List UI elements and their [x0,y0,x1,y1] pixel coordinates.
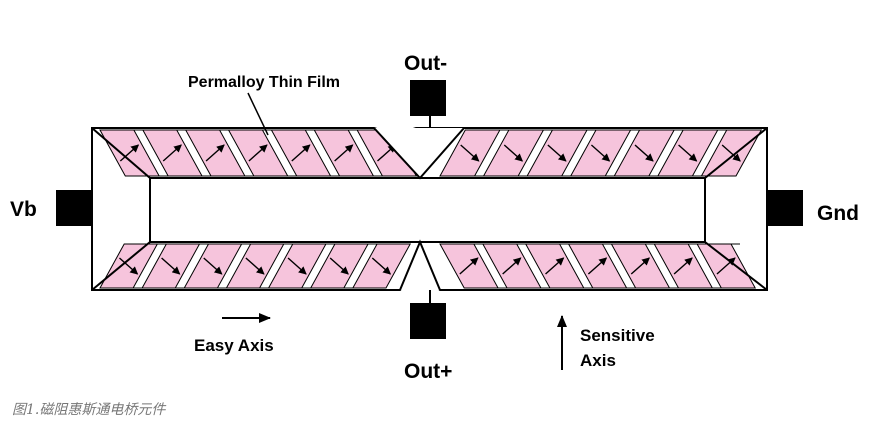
corner-wall-bl [91,241,151,291]
corner-wall-tr [704,127,768,179]
sensitive-axis-label-line1: Sensitive [580,326,655,345]
bottom-right-film-magnetization-arrow [502,257,522,275]
bottom-left-film-magnetization-arrow [287,257,307,275]
top-right-film-magnetization-arrow [460,144,480,162]
top-right-film-magnetization-arrow [634,144,654,162]
top-right-film-magnetization-arrow [590,144,611,162]
out-minus-pad [410,80,446,116]
top-left-film-magnetization-arrow [119,144,140,162]
film-strip-bottom-right [439,243,757,289]
bottom-right-film-magnetization-arrow [587,257,608,275]
bottom-left-film-magnetization-arrow [245,257,265,275]
bottom-right-film-magnetization-arrow [545,257,565,275]
top-left-film-magnetization-arrow [248,144,268,162]
out-plus-pad [410,303,446,339]
bottom-left-film-magnetization-arrow [329,257,349,275]
gnd-label: Gnd [817,202,859,225]
bottom-left-film-magnetization-arrow [371,257,392,275]
top-left-film-magnetization-arrow [291,144,311,162]
top-center-notch [373,127,465,180]
out-minus-label: Out- [404,52,447,75]
figure-caption: 图1.磁阻惠斯通电桥元件 [12,402,166,418]
bridge-inner-cavity [149,177,706,243]
film-strip-bottom-left [99,243,412,289]
corner-wall-tl [91,127,151,179]
bottom-left-film-magnetization-arrow [161,257,181,275]
bottom-left-film-magnetization-arrow [203,257,223,275]
film-strip-top-right [439,129,763,177]
top-left-film-magnetization-arrow [205,144,225,162]
bottom-right-film-magnetization-arrow [673,257,693,275]
film-label-pointer [247,92,269,136]
bottom-left-film-edge [100,243,411,289]
corner-wall-br [704,241,768,291]
bottom-left-film-magnetization-arrow [118,257,139,275]
top-left-film-magnetization-arrow [334,144,354,162]
vb-label: Vb [10,198,37,221]
sensitive-axis-label-line2: Axis [580,351,616,370]
vb-pad [56,190,92,226]
film-label: Permalloy Thin Film [188,74,340,91]
bottom-right-film-magnetization-arrow [630,257,650,275]
top-right-film-magnetization-arrow [547,144,567,162]
top-right-film-magnetization-arrow [678,144,698,162]
top-left-film-magnetization-arrow [162,144,182,162]
bottom-right-film-magnetization-arrow [716,257,736,275]
top-right-film-magnetization-arrow [503,144,524,162]
top-right-film-magnetization-arrow [721,144,741,162]
out-plus-label: Out+ [404,360,452,383]
bottom-right-film-edge [440,243,756,289]
gnd-pad [767,190,803,226]
film-strip-top-left [99,129,418,177]
bottom-right-film-magnetization-arrow [459,257,479,275]
top-left-film-edge [100,129,417,177]
easy-axis-label: Easy Axis [194,336,274,355]
top-right-film-edge [440,129,762,177]
bottom-center-notch [399,239,441,291]
